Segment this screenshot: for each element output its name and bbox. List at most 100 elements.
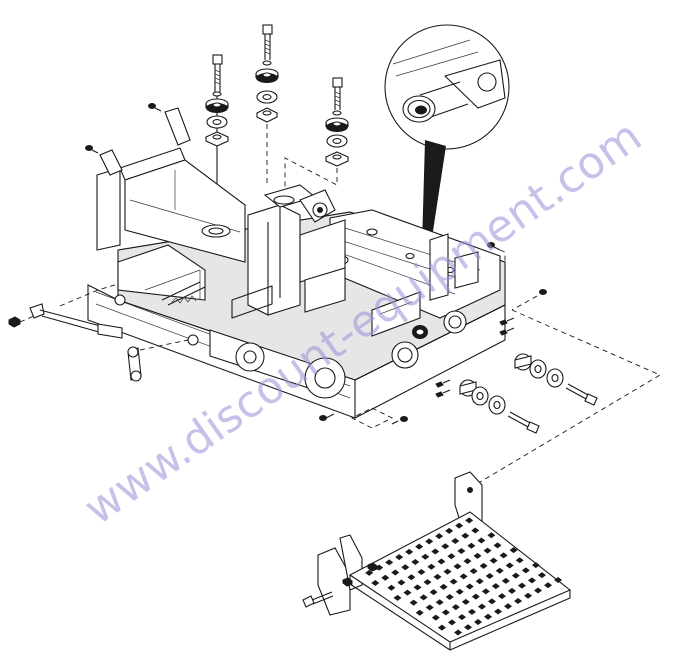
tread-hole <box>501 577 510 584</box>
washer-icon <box>471 386 489 406</box>
tread-hole <box>554 576 563 583</box>
left-linkage-parts <box>8 283 408 429</box>
tread-hole <box>431 548 440 555</box>
tread-hole <box>451 537 460 544</box>
tread-hole <box>477 603 486 610</box>
tread-hole <box>455 588 464 595</box>
tread-hole <box>487 598 496 605</box>
tread-hole <box>464 624 473 631</box>
tread-hole <box>415 609 424 616</box>
tread-hole <box>425 604 434 611</box>
washer-icon <box>206 115 228 129</box>
tread-hole <box>515 557 524 564</box>
tread-hole <box>509 547 518 554</box>
tread-hole <box>453 563 462 570</box>
tread-hole <box>435 533 444 540</box>
tread-hole <box>504 603 513 610</box>
isolator-icon <box>205 98 229 113</box>
tread-hole <box>534 587 543 594</box>
tread-hole <box>437 624 446 631</box>
tread-hole <box>395 554 404 561</box>
tread-hole <box>365 569 374 576</box>
bolt-icon <box>148 103 162 112</box>
tread-hole <box>514 597 523 604</box>
tread-hole <box>473 552 482 559</box>
tread-hole <box>417 569 426 576</box>
tread-hole <box>474 618 483 625</box>
tread-hole <box>505 562 514 569</box>
tread-hole <box>531 562 540 569</box>
tread-hole <box>471 527 480 534</box>
tread-hole <box>454 629 463 636</box>
bolt-icon <box>332 77 343 110</box>
washer-icon <box>212 91 222 97</box>
tread-hole <box>451 604 460 611</box>
tread-hole <box>433 573 442 580</box>
tread-hole <box>537 572 546 579</box>
tread-hole <box>479 562 488 569</box>
tread-hole <box>489 557 498 564</box>
tread-hole <box>467 608 476 615</box>
tread-hole <box>511 572 520 579</box>
tread-hole <box>469 568 478 575</box>
washer-icon <box>262 60 272 66</box>
tread-hole <box>421 553 430 560</box>
mount-stack-left <box>205 54 229 230</box>
tread-hole <box>499 552 508 559</box>
tread-hole <box>521 567 530 574</box>
tread-hole <box>397 579 406 586</box>
tread-hole <box>495 567 504 574</box>
washer-icon <box>514 353 532 371</box>
tread-hole <box>431 614 440 621</box>
tread-hole <box>429 589 438 596</box>
bolt-icon <box>565 383 598 406</box>
washer-icon <box>529 359 547 379</box>
bushing-icon <box>412 325 428 339</box>
tread-hole <box>411 558 420 565</box>
tread-hole <box>497 593 506 600</box>
tread-hole <box>465 517 474 524</box>
isolator-icon <box>255 68 279 83</box>
tread-hole <box>441 543 450 550</box>
tread-hole <box>475 578 484 585</box>
tread-hole <box>457 548 466 555</box>
nut-icon <box>8 316 21 328</box>
tread-hole <box>461 532 470 539</box>
tread-hole <box>483 547 492 554</box>
washer-icon <box>546 368 564 388</box>
washer-icon <box>332 110 342 116</box>
tread-hole <box>405 548 414 555</box>
tread-hole <box>393 594 402 601</box>
nut-icon <box>256 107 278 123</box>
bolt-icon <box>262 24 273 60</box>
washer-icon <box>326 134 348 148</box>
tread-hole <box>461 598 470 605</box>
bolt-icon <box>539 289 547 295</box>
tread-hole <box>437 558 446 565</box>
washer-icon <box>256 90 278 104</box>
tread-hole <box>407 574 416 581</box>
mount-stack-center <box>255 24 279 185</box>
tread-hole <box>401 564 410 571</box>
detail-magnifier <box>384 24 510 316</box>
tread-hole <box>517 582 526 589</box>
tread-hole <box>387 584 396 591</box>
tread-hole <box>459 573 468 580</box>
step-tread-pattern <box>365 517 563 636</box>
tread-hole <box>449 578 458 585</box>
tread-hole <box>445 594 454 601</box>
nut-icon <box>205 131 229 147</box>
tread-hole <box>455 522 464 529</box>
tread-hole <box>481 588 490 595</box>
tread-hole <box>409 599 418 606</box>
tread-hole <box>413 584 422 591</box>
right-fasteners <box>435 242 661 489</box>
tread-hole <box>385 559 394 566</box>
isolator-icon <box>325 117 349 132</box>
tread-hole <box>463 558 472 565</box>
tread-hole <box>425 538 434 545</box>
step-plate <box>302 471 572 651</box>
bolt-icon <box>212 54 223 92</box>
